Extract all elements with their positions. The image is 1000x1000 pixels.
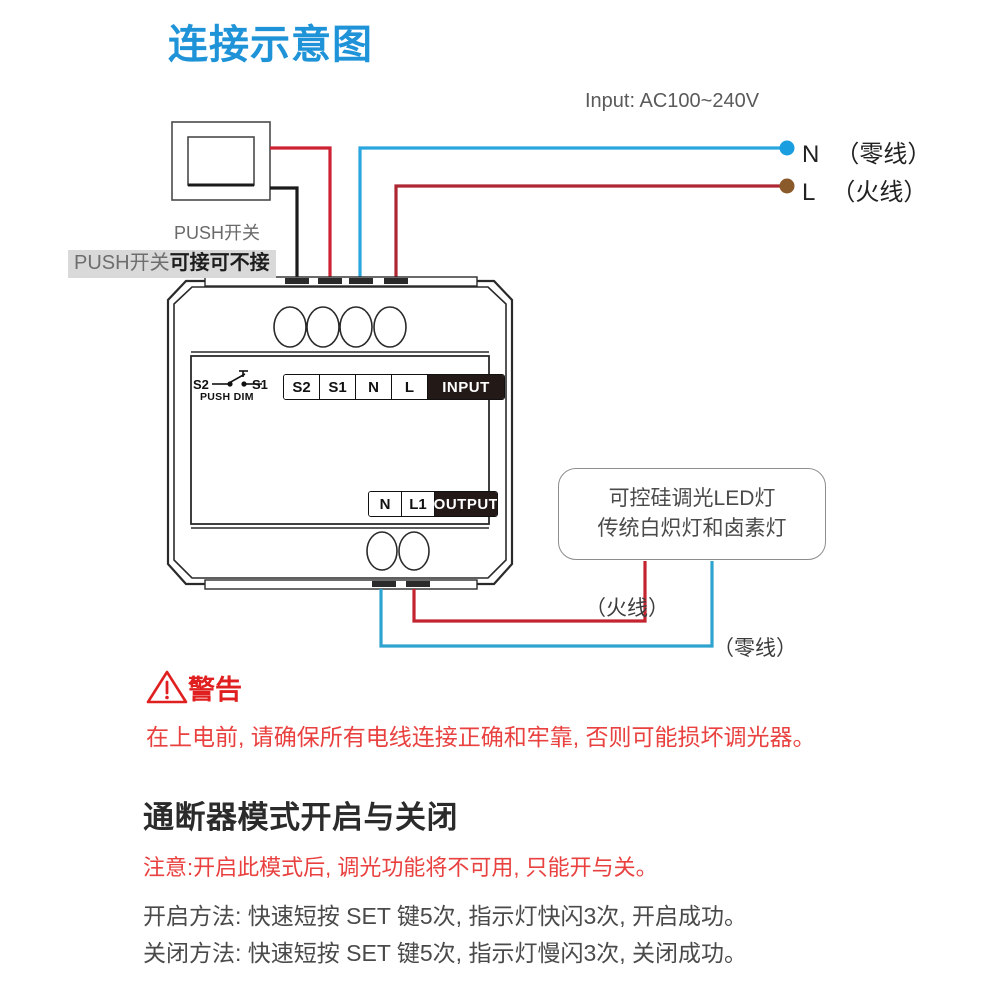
lamp-load-line-2: 传统白炽灯和卤素灯	[597, 517, 787, 540]
output-pin-l1: L1	[402, 492, 435, 516]
wire-s2-black	[270, 186, 299, 281]
push-switch-graphic	[171, 121, 271, 201]
page-title: 连接示意图	[168, 23, 373, 67]
output-row-tag: OUTPUT	[434, 492, 497, 516]
warning-text: 在上电前, 请确保所有电线连接正确和牢靠, 否则可能损坏调光器。	[146, 724, 816, 750]
wire-s1-red	[270, 146, 332, 281]
warning-heading: 警告	[188, 675, 242, 705]
method-disable-line: 关闭方法: 快速短按 SET 键5次, 指示灯慢闪3次, 关闭成功。	[143, 940, 748, 966]
input-pin-s2: S2	[284, 375, 320, 399]
terminal-dot-n	[779, 140, 795, 156]
terminal-dot-l	[779, 178, 795, 194]
terminal-label-l: L （火线）	[802, 172, 927, 207]
wire-n-blue	[358, 146, 783, 281]
input-voltage-label: Input: AC100~240V	[585, 90, 760, 112]
wire-output-n-blue	[379, 561, 714, 648]
device-input-terminal-row: S2 S1 N L INPUT	[283, 374, 505, 400]
push-switch-note: PUSH开关可接可不接	[68, 250, 276, 278]
input-row-tag: INPUT	[428, 375, 504, 399]
push-switch-note-prefix: PUSH开关	[74, 252, 170, 274]
wiring-diagram-svg	[166, 121, 795, 648]
input-pin-l: L	[392, 375, 428, 399]
section-heading: 通断器模式开启与关闭	[143, 800, 458, 835]
terminal-label-n: N （零线）	[802, 134, 931, 169]
input-pin-s1: S1	[320, 375, 356, 399]
push-dim-label-s2: S2	[193, 377, 209, 392]
input-pin-n: N	[356, 375, 392, 399]
wire-l-red	[394, 184, 783, 281]
warning-triangle-icon	[146, 670, 188, 704]
push-switch-note-emphasis: 可接可不接	[169, 252, 270, 274]
output-live-wire-label: （火线）	[585, 597, 669, 620]
push-dim-symbol-icon	[212, 370, 262, 387]
terminal-name-l: （火线）	[831, 179, 928, 206]
wire-output-l-red	[412, 561, 647, 623]
push-dim-caption: PUSH DIM	[200, 391, 254, 403]
terminal-code-l: L	[802, 179, 816, 206]
terminal-name-n: （零线）	[835, 141, 932, 168]
lamp-load-line-1: 可控硅调光LED灯	[608, 486, 776, 510]
push-dim-label-s1: S1	[252, 377, 268, 392]
method-enable-line: 开启方法: 快速短按 SET 键5次, 指示灯快闪3次, 开启成功。	[143, 903, 748, 929]
device-output-terminal-row: N L1 OUTPUT	[368, 491, 498, 517]
push-switch-caption: PUSH开关	[174, 223, 261, 243]
dimmer-device-graphic	[166, 276, 514, 590]
section-note: 注意:开启此模式后, 调光功能将不可用, 只能开与关。	[143, 855, 658, 880]
output-pin-n: N	[369, 492, 402, 516]
lamp-load-box: 可控硅调光LED灯 传统白炽灯和卤素灯	[558, 468, 826, 560]
output-null-wire-label: （零线）	[713, 637, 797, 660]
terminal-code-n: N	[802, 141, 820, 168]
